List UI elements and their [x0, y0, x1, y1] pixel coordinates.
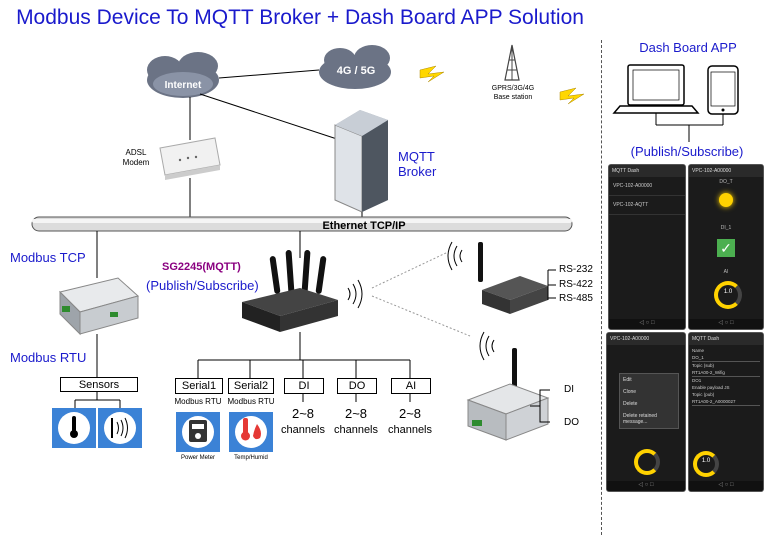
gateway-name-label: SG2245(MQTT): [162, 261, 241, 273]
port-serial2-sub: Modbus RTU: [227, 397, 275, 406]
rs232-label: RS-232: [559, 264, 593, 275]
wireless-signal-icon: [447, 241, 463, 271]
nav-bar: ◁ ○ □: [689, 481, 763, 491]
di-right-label: DI: [564, 384, 574, 395]
port-serial2: Serial2: [228, 378, 274, 394]
wireless-bolt-icon: [419, 65, 445, 83]
rs485-label: RS-485: [559, 293, 593, 304]
rs422-label: RS-422: [559, 279, 593, 290]
app-pubsub-label: (Publish/Subscribe): [630, 144, 744, 159]
device-list-item[interactable]: VPC-102-A00000: [609, 177, 685, 196]
app-screen-edit-metric: MQTT Dash Name DO_1 Topic (sub) RT1A00-2…: [688, 332, 764, 492]
gateway-pubsub-label: (Publish/Subscribe): [146, 278, 259, 293]
port-di-channels: channels: [280, 424, 326, 436]
gauge-value: 1.0: [723, 289, 733, 295]
light-bulb-icon[interactable]: [719, 193, 733, 207]
gauge-value: 1.0: [701, 458, 711, 464]
port-do: DO: [337, 378, 377, 394]
port-do-channels: channels: [333, 424, 379, 436]
nav-bar: ◁ ○ □: [689, 319, 763, 329]
mqtt-broker-label: MQTT Broker: [398, 149, 437, 179]
adsl-modem-label: ADSL Modem: [122, 148, 150, 167]
wireless-bolt-icon: [559, 87, 585, 105]
menu-item-delete[interactable]: Delete: [623, 401, 638, 407]
adsl-modem-icon: [159, 137, 221, 180]
port-ai: AI: [391, 378, 431, 394]
cellular-cloud-icon: [319, 45, 391, 89]
menu-item-edit[interactable]: Edit: [623, 377, 632, 383]
sensors-box: Sensors: [60, 377, 138, 392]
wireless-signal-icon: [479, 331, 495, 361]
base-station-tower-icon: [504, 44, 520, 81]
field-label: DO1: [692, 378, 702, 383]
port-serial1: Serial1: [175, 378, 223, 394]
io-wireless-device-icon: [466, 348, 550, 441]
serial-wireless-device-icon: [478, 242, 548, 314]
do-right-label: DO: [564, 417, 579, 428]
app-screen-title: MQTT Dash: [689, 333, 763, 345]
temp-humid-sensor-icon: [229, 412, 273, 452]
internet-label: Internet: [165, 80, 202, 91]
app-screen-context-menu: VPC-102-A00000 Edit Clone Delete Delete …: [606, 332, 686, 492]
app-screen-title: MQTT Dash: [609, 165, 685, 177]
port-di: DI: [284, 378, 324, 394]
base-station-label: GPRS/3G/4G Base station: [491, 85, 535, 101]
context-menu: Edit Clone Delete Delete retained messag…: [619, 373, 679, 429]
device-list-item[interactable]: VPC-102-AQTT: [609, 196, 685, 215]
ethernet-bus: [31, 216, 573, 232]
checkbox-field[interactable]: Enable payload JS: [692, 385, 730, 390]
port-di-range: 2~8: [291, 406, 315, 421]
smartphone-icon: [707, 65, 739, 115]
port-ai-channels: channels: [387, 424, 433, 436]
internet-cloud-icon: [147, 52, 219, 98]
nav-bar: ◁ ○ □: [607, 481, 685, 491]
tile-label: DI_1: [720, 225, 732, 231]
modbus-tcp-label: Modbus TCP: [10, 250, 86, 265]
field-value[interactable]: DO_1: [692, 354, 760, 362]
app-screen-device-list: MQTT Dash VPC-102-A00000 VPC-102-AQTT ◁ …: [608, 164, 686, 330]
thermometer-sensor-icon: [52, 408, 96, 448]
tile-label: DO_T: [719, 179, 733, 185]
power-meter-label: Power Meter: [180, 455, 215, 461]
modbus-tcp-gateway-icon: [59, 277, 140, 336]
gauge-ring-icon: [714, 281, 742, 309]
field-label: Topic (pub): [692, 392, 715, 397]
port-ai-range: 2~8: [398, 406, 422, 421]
app-screen-dashboard: VPC-102-A00000 DO_T DI_1 ✓ AI 1.0 ◁ ○ □: [688, 164, 764, 330]
port-do-range: 2~8: [344, 406, 368, 421]
modbus-rtu-label: Modbus RTU: [10, 350, 87, 365]
sg2245-gateway-icon: [242, 250, 338, 332]
temp-humid-label: Temp/Humid: [234, 455, 268, 461]
field-label: Topic (sub): [692, 363, 715, 368]
menu-item-delete-retained[interactable]: Delete retained message...: [623, 413, 657, 425]
gauge-ring-icon: [634, 449, 660, 475]
wireless-signal-icon: [347, 279, 363, 309]
field-value[interactable]: RT1A00-2_A0000027: [692, 398, 760, 406]
field-value[interactable]: RT1A00-2_Wifig: [692, 369, 760, 377]
checkbox-checked-icon[interactable]: ✓: [717, 239, 735, 257]
menu-item-clone[interactable]: Clone: [623, 389, 637, 395]
field-label: Name: [692, 348, 705, 353]
nav-bar: ◁ ○ □: [609, 319, 685, 329]
section-divider: [601, 40, 602, 535]
app-screen-title: VPC-102-A00000: [607, 333, 685, 345]
app-screen-title: VPC-102-A00000: [689, 165, 763, 177]
laptop-icon: [612, 64, 700, 114]
page-title: Modbus Device To MQTT Broker + Dash Boar…: [16, 6, 584, 29]
cellular-label: 4G / 5G: [337, 65, 376, 77]
port-serial1-sub: Modbus RTU: [174, 397, 222, 406]
mqtt-broker-server-icon: [334, 110, 388, 213]
dash-app-label: Dash Board APP: [639, 40, 737, 55]
tile-label: AI: [723, 269, 729, 275]
vibration-sensor-icon: [98, 408, 142, 448]
ethernet-label: Ethernet TCP/IP: [322, 220, 405, 232]
power-meter-icon: [176, 412, 220, 452]
gauge-ring-icon: [693, 451, 719, 477]
